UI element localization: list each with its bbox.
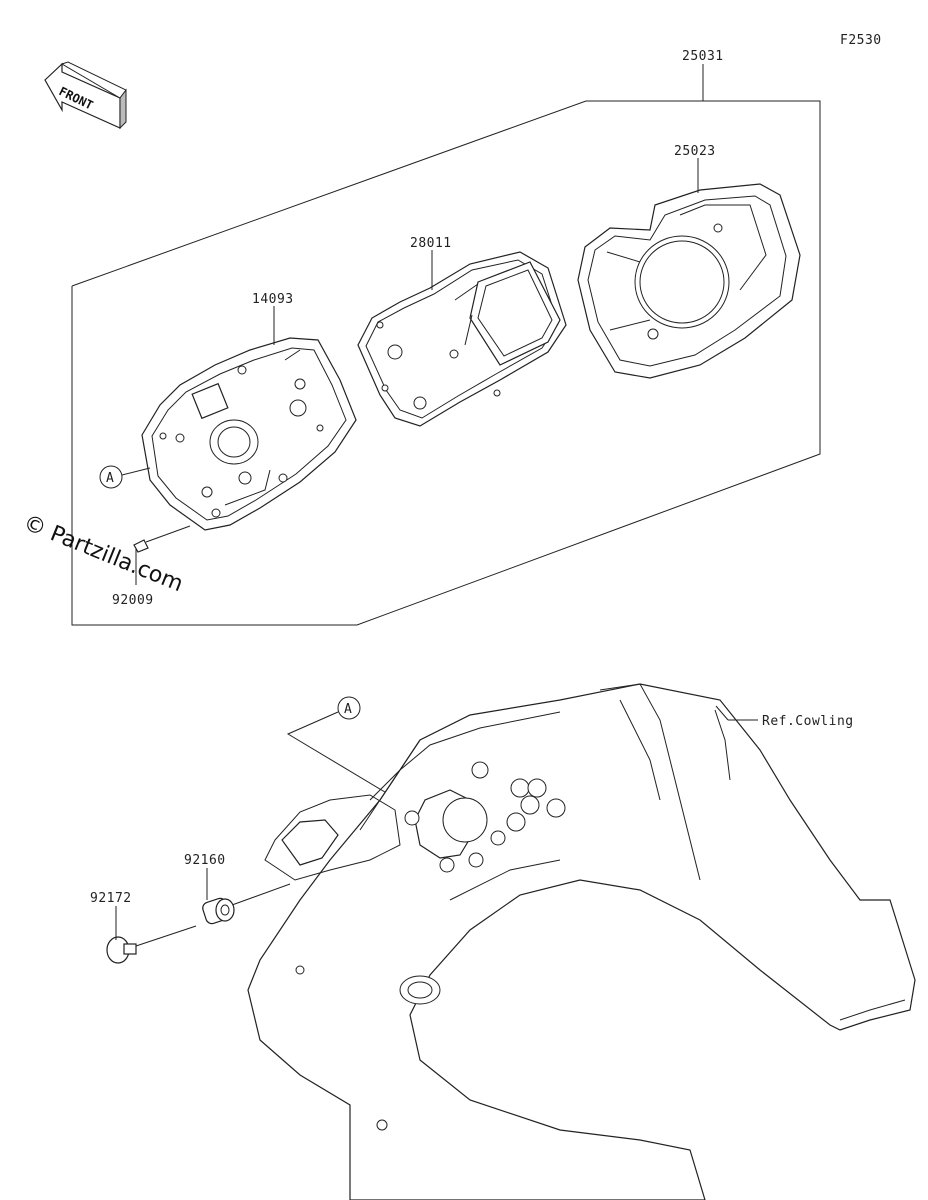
ref-mark-top: A — [106, 471, 114, 486]
cowling-part — [247, 683, 916, 1200]
collar-bolt-part — [106, 906, 197, 964]
front-arrow-icon: FRONT — [44, 61, 127, 130]
damper-part — [202, 868, 291, 925]
callout-92172: 92172 — [90, 891, 132, 906]
watermark: © Partzilla.com — [20, 510, 187, 597]
ref-a-circle-bottom — [337, 696, 361, 720]
meter-case-part — [141, 337, 357, 531]
callout-25031: 25031 — [682, 49, 724, 64]
assembly-outline — [71, 100, 821, 626]
callout-92160: 92160 — [184, 853, 226, 868]
figure-code: F2530 — [840, 33, 882, 48]
ref-mark-bottom: A — [344, 702, 352, 717]
callout-25023: 25023 — [674, 144, 716, 159]
meter-unit-part — [357, 251, 567, 427]
ref-cowling-label: Ref.Cowling — [762, 714, 854, 729]
callout-92009: 92009 — [112, 593, 154, 608]
screw-part — [133, 525, 191, 585]
ref-a-circle-top — [99, 465, 123, 489]
callout-28011: 28011 — [410, 236, 452, 251]
callout-14093: 14093 — [252, 292, 294, 307]
meter-cover-part — [577, 183, 801, 379]
